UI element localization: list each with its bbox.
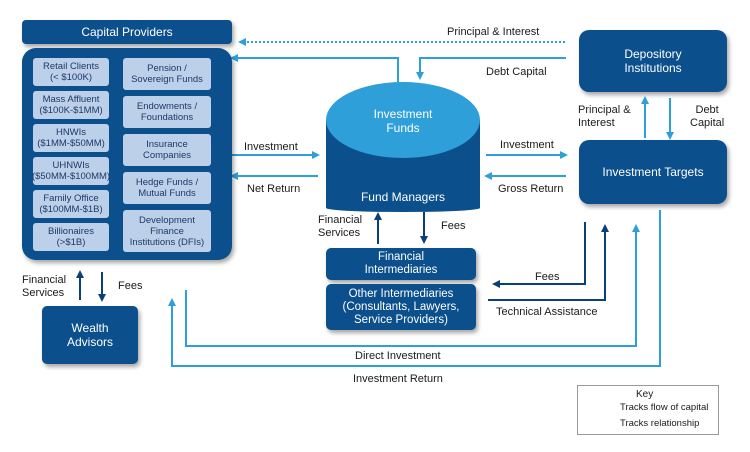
label-investment-right: Investment: [500, 139, 554, 151]
key-legend: [577, 385, 719, 435]
label-direct-investment: Direct Investment: [355, 350, 441, 362]
label-gross-return: Gross Return: [498, 183, 564, 195]
financial-intermediaries: Financial Intermediaries: [326, 248, 476, 280]
key-relationship-label: Tracks relationship: [620, 418, 700, 429]
label-fees-left: Fees: [118, 280, 143, 292]
provider-pension-funds: Pension / Sovereign Funds: [123, 58, 211, 90]
fund-managers-label: Fund Managers: [360, 190, 446, 204]
investment-return-arrow: [168, 210, 661, 367]
depository-institutions: Depository Institutions: [579, 30, 727, 92]
provider-endowments: Endowments / Foundations: [123, 96, 211, 128]
cylinder-top: [326, 82, 480, 158]
wealth-advisors: Wealth Advisors: [42, 306, 138, 364]
provider-family-office: Family Office ($100MM-$1B): [33, 190, 109, 218]
label-technical-assistance: Technical Assistance: [496, 306, 598, 318]
provider-billionaires: Billionaires (>$1B): [33, 223, 109, 251]
provider-dfis: Development Finance Institutions (DFIs): [123, 210, 211, 252]
investment-targets: Investment Targets: [579, 140, 727, 204]
capital-providers-title: Capital Providers: [81, 25, 173, 39]
direct-investment-arrow: [185, 224, 640, 347]
label-financial-services-left: Financial Services: [22, 274, 67, 299]
funds-to-providers-line: [230, 54, 399, 82]
provider-retail-clients: Retail Clients (< $100K): [33, 58, 109, 86]
label-net-return: Net Return: [247, 183, 301, 195]
key-title: Key: [636, 389, 654, 400]
label-fees-mid: Fees: [441, 220, 466, 232]
provider-mass-affluent: Mass Affluent ($100K-$1MM): [33, 91, 109, 119]
provider-hnwis: HNWIs ($1MM-$50MM): [33, 124, 109, 152]
label-investment-left: Investment: [244, 141, 298, 153]
label-principal-interest-right: Principal & Interest: [578, 104, 631, 129]
provider-insurance: Insurance Companies: [123, 134, 211, 166]
investment-funds-label: Investment Funds: [373, 107, 433, 135]
label-debt-capital-right: Debt Capital: [690, 104, 725, 129]
provider-hedge-funds: Hedge Funds / Mutual Funds: [123, 172, 211, 204]
label-principal-interest-top: Principal & Interest: [447, 26, 540, 38]
fees-right-arrow: [492, 222, 586, 288]
technical-assistance-arrow: [488, 224, 609, 301]
provider-uhnwis: UHNWIs ($50MM-$100MM): [32, 157, 110, 185]
label-debt-capital-top: Debt Capital: [486, 66, 547, 78]
debt-capital-top-arrow: [416, 57, 566, 80]
label-investment-return: Investment Return: [353, 373, 443, 385]
capital-providers-header: Capital Providers: [22, 20, 232, 44]
other-intermediaries: Other Intermediaries (Consultants, Lawye…: [326, 284, 476, 330]
key-capital-label: Tracks flow of capital: [620, 402, 709, 413]
label-financial-services-mid: Financial Services: [318, 214, 363, 239]
cylinder-base: [326, 204, 480, 212]
label-fees-right: Fees: [535, 271, 560, 283]
